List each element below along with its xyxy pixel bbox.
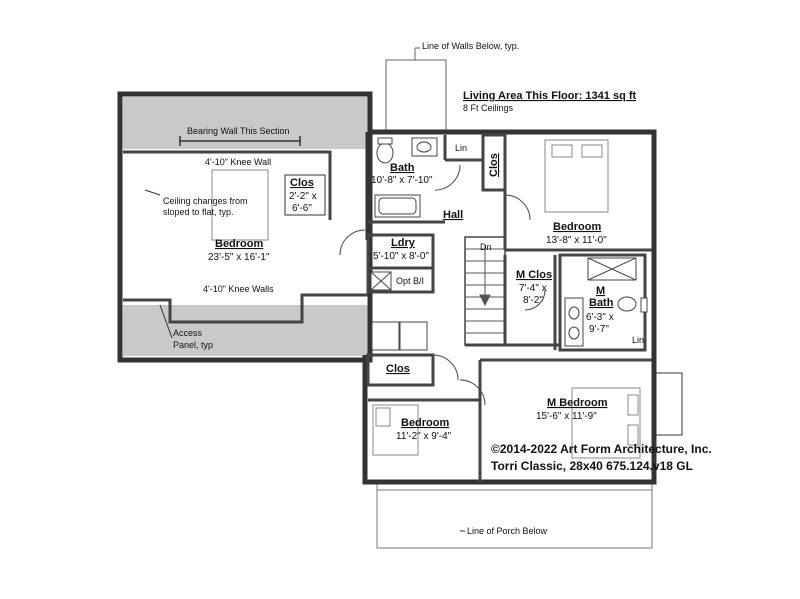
ldry-name: Ldry [391,237,416,249]
access-panel-note-2: Panel, typ [173,340,213,350]
bearing-wall-note: Bearing Wall This Section [187,126,290,136]
porch-outline [376,479,653,549]
stairs-dn-label: Dn [480,242,492,252]
plan-name-text: Torri Classic, 28x40 675.124.v18 GL [491,459,693,473]
ceiling-change-note-2: sloped to flat, typ. [163,207,234,217]
bath-fixtures [374,137,648,347]
m-clos-dim2: 8'-2" [523,295,543,306]
opt-bi-label: Opt B/I [396,276,424,286]
bath-name: Bath [390,162,415,174]
bearing-wall-line [179,136,301,146]
walls-below-outline [385,47,447,133]
interior-walls [123,133,652,482]
laundry-units [370,271,428,351]
bath-dims: 10'-8" x 7'-10" [371,175,433,186]
m-bath-name-2: Bath [589,297,614,309]
beds [211,139,641,459]
clos-lower-name: Clos [386,363,410,375]
access-panel-note-1: Access [173,328,203,338]
m-bath-dim2: 9'-7" [589,324,609,335]
attic-areas [123,97,368,356]
ceilings-label: 8 Ft Ceilings [463,103,514,113]
hall-name: Hall [443,209,463,221]
lin-label-m-bath: Lin [632,335,644,345]
knee-walls-bottom-note: 4'-10" Knee Walls [203,284,274,294]
porch-below-note: Line of Porch Below [467,526,548,536]
bedroom-ne-dims: 13'-8" x 11'-0" [546,235,607,246]
staircase [465,245,505,334]
copyright-text: ©2014-2022 Art Form Architecture, Inc. [491,442,712,456]
clos-small-box [284,174,326,216]
door-swings [339,164,546,406]
big-bedroom-name: Bedroom [215,238,264,250]
leader-lines [144,189,465,532]
big-bedroom-dims: 23'-5" x 16'-1" [208,252,270,263]
m-bath-dim1: 6'-3" x [586,312,614,323]
ceiling-change-note-1: Ceiling changes from [163,196,248,206]
m-clos-name: M Clos [516,269,552,281]
living-area-label: Living Area This Floor: 1341 sq ft [463,90,637,102]
clos-small-name: Clos [290,177,314,189]
clos-small-dim2: 6'-6" [292,203,312,214]
lin-label-top: Lin [455,143,467,153]
clos-small-dim1: 2'-2" x [289,191,317,202]
m-bath-name-1: M [596,285,605,297]
walls-below-note: Line of Walls Below, typ. [422,41,519,51]
bedroom-sw-dims: 11'-2" x 9'-4" [396,431,452,442]
m-bedroom-dims: 15'-6" x 11'-9" [536,411,597,422]
m-bedroom-name: M Bedroom [547,397,608,409]
ldry-dims: 5'-10" x 8'-0" [373,251,429,262]
knee-wall-top-note: 4'-10" Knee Wall [205,157,271,167]
clos-vertical-name: Clos [488,153,500,177]
m-clos-dim1: 7'-4" x [519,283,547,294]
bedroom-sw-name: Bedroom [401,417,450,429]
bedroom-ne-name: Bedroom [553,221,602,233]
